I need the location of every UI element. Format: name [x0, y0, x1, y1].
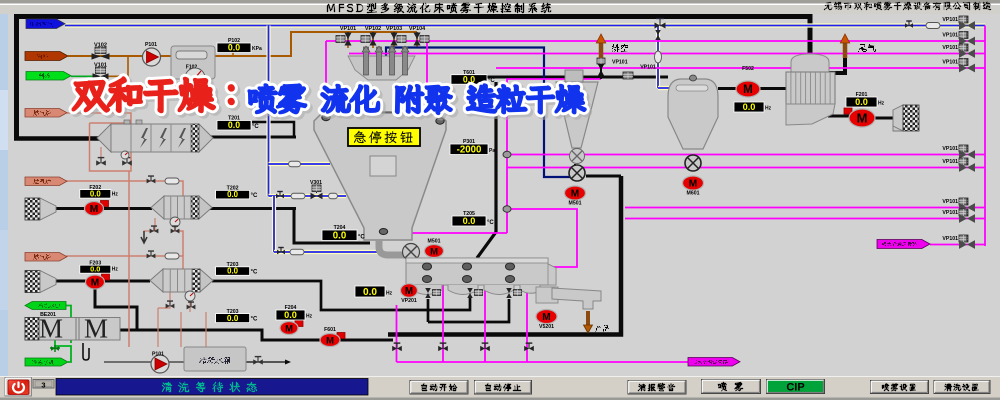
svg-text:M: M	[689, 179, 697, 190]
svg-text:VP101: VP101	[942, 210, 958, 216]
svg-text:M: M	[285, 322, 293, 333]
svg-text:0.0: 0.0	[228, 120, 240, 130]
svg-text:VP101: VP101	[942, 17, 958, 23]
svg-text:F201: F201	[856, 92, 868, 98]
svg-text:VP101: VP101	[942, 159, 958, 165]
svg-text:M601: M601	[687, 191, 700, 197]
svg-text:VP201: VP201	[401, 298, 417, 304]
svg-text:VP104: VP104	[409, 26, 425, 32]
svg-text:VP103: VP103	[386, 26, 402, 32]
svg-text:0.0: 0.0	[90, 189, 102, 198]
svg-text:0.0: 0.0	[227, 267, 239, 276]
svg-text:M: M	[326, 334, 334, 345]
svg-text:VP101: VP101	[942, 146, 958, 152]
svg-text:0.0: 0.0	[284, 310, 297, 320]
svg-text:V102: V102	[94, 42, 107, 48]
svg-text:Hz: Hz	[386, 291, 393, 297]
svg-text:°C: °C	[251, 193, 258, 199]
svg-text:P101: P101	[152, 352, 164, 358]
svg-text:M: M	[90, 204, 98, 215]
svg-text:VP101: VP101	[942, 33, 958, 39]
svg-text:M: M	[857, 111, 868, 126]
svg-text:CIP: CIP	[786, 382, 804, 394]
svg-text:°C: °C	[487, 220, 494, 226]
svg-text:0.0: 0.0	[743, 102, 756, 112]
svg-text:°C: °C	[252, 124, 259, 130]
svg-text:°C: °C	[488, 78, 495, 84]
svg-text:VP101: VP101	[340, 26, 356, 32]
svg-text:Hz: Hz	[306, 314, 313, 320]
svg-text:M: M	[39, 314, 63, 344]
svg-text:F204: F204	[285, 305, 297, 311]
svg-text:VP102: VP102	[365, 26, 381, 32]
svg-text:BE201: BE201	[40, 312, 56, 318]
svg-text:M: M	[84, 314, 108, 344]
svg-text:Hz: Hz	[765, 106, 772, 112]
svg-text:0.0: 0.0	[90, 264, 100, 273]
svg-text:0.0: 0.0	[363, 287, 377, 298]
svg-text:°C: °C	[358, 235, 365, 241]
svg-text:P101: P101	[145, 42, 157, 48]
svg-text:T203: T203	[227, 309, 239, 315]
svg-text:Pa: Pa	[489, 148, 495, 154]
svg-text:M: M	[430, 245, 438, 256]
svg-text:Hz: Hz	[112, 192, 119, 198]
svg-text:F502: F502	[742, 66, 754, 72]
svg-text:F601: F601	[324, 327, 336, 333]
svg-text:T205: T205	[463, 211, 475, 217]
svg-text:P301: P301	[463, 139, 475, 145]
svg-text:VP101: VP101	[942, 236, 958, 242]
svg-text:M: M	[405, 286, 413, 297]
svg-text:0.0: 0.0	[227, 190, 239, 199]
svg-text:Hz: Hz	[878, 101, 885, 107]
svg-text:T203: T203	[227, 262, 239, 268]
svg-text:T202: T202	[227, 186, 239, 192]
svg-text:T601: T601	[463, 70, 475, 76]
svg-text:KPa: KPa	[252, 46, 262, 52]
svg-text:°C: °C	[251, 317, 258, 323]
svg-text:VP101: VP101	[640, 65, 656, 71]
svg-text:0.0: 0.0	[227, 314, 239, 323]
svg-text:3: 3	[41, 380, 45, 389]
svg-text:V101: V101	[94, 63, 107, 69]
svg-text:0.0: 0.0	[463, 216, 476, 226]
svg-text:M: M	[743, 83, 753, 96]
svg-text:0.0: 0.0	[463, 74, 475, 84]
svg-text:V301: V301	[310, 180, 322, 186]
svg-text:M: M	[91, 278, 99, 289]
svg-text:VP101: VP101	[612, 60, 628, 66]
svg-text:T201: T201	[228, 116, 240, 122]
svg-text:VP101: VP101	[942, 45, 958, 51]
svg-text:VP101: VP101	[942, 60, 958, 66]
svg-text:0.0: 0.0	[333, 231, 346, 242]
svg-text:M: M	[571, 189, 579, 200]
svg-text:F102: F102	[186, 65, 198, 71]
svg-text:0.0: 0.0	[228, 43, 240, 53]
svg-text:F203: F203	[89, 260, 101, 266]
svg-text:VP101: VP101	[942, 199, 958, 205]
svg-text:-2000: -2000	[457, 145, 482, 156]
svg-text:F202: F202	[89, 185, 101, 191]
svg-text:M501: M501	[569, 201, 582, 207]
svg-text:M501: M501	[428, 239, 441, 245]
svg-text:°C: °C	[251, 269, 258, 275]
svg-text:T204: T204	[334, 225, 346, 231]
svg-text:P102: P102	[228, 38, 240, 44]
svg-text:V5201: V5201	[539, 324, 554, 330]
svg-text:Hz: Hz	[112, 267, 119, 273]
svg-text:M: M	[542, 312, 550, 323]
svg-text:0.0: 0.0	[855, 97, 868, 107]
